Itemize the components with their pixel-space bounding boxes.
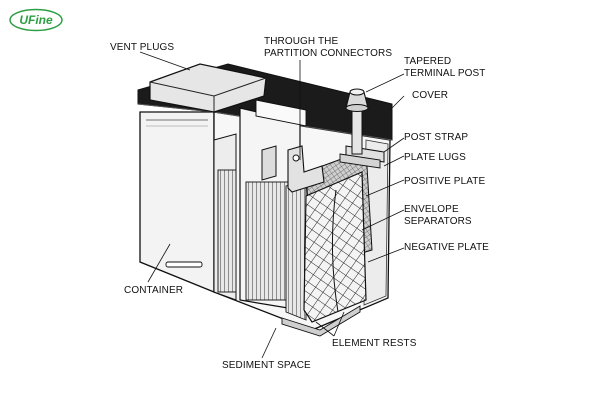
envelope-separator-mesh — [303, 171, 367, 323]
label-container: CONTAINER — [124, 285, 183, 296]
logo-ring — [9, 8, 63, 32]
label-sediment-space: SEDIMENT SPACE — [222, 360, 311, 371]
label-plate-lugs: PLATE LUGS — [404, 152, 466, 163]
partition-wall-3 — [255, 99, 307, 127]
element-rest — [281, 305, 361, 337]
label-vent-plugs: VENT PLUGS — [110, 42, 174, 53]
plate-stack-left — [217, 169, 237, 293]
plate-stack-front — [285, 179, 307, 321]
vent-plug — [149, 63, 267, 113]
container-slot — [165, 261, 203, 268]
label-cover: COVER — [412, 90, 448, 101]
label-negative-plate: NEGATIVE PLATE — [404, 242, 489, 253]
plate-stack-middle — [245, 181, 291, 301]
label-post-strap: POST STRAP — [404, 132, 468, 143]
label-through-partition-line1: THROUGH THE — [264, 36, 338, 47]
battery-illustration — [137, 63, 393, 337]
plate-lug-left — [261, 145, 277, 181]
ufine-logo: UFine — [9, 8, 63, 32]
label-tapered-terminal-line2: TERMINAL POST — [404, 68, 486, 79]
logo-text: UFine — [19, 13, 53, 27]
label-tapered-terminal-line1: TAPERED — [404, 56, 451, 67]
label-positive-plate: POSITIVE PLATE — [404, 176, 485, 187]
label-through-partition-line2: PARTITION CONNECTORS — [264, 48, 392, 59]
leader-lines — [139, 51, 405, 359]
label-envelope-separators-line2: SEPARATORS — [404, 216, 472, 227]
labels: VENT PLUGS THROUGH THE PARTITION CONNECT… — [110, 36, 489, 371]
label-element-rests: ELEMENT RESTS — [332, 338, 417, 349]
label-envelope-separators-line1: ENVELOPE — [404, 204, 459, 215]
